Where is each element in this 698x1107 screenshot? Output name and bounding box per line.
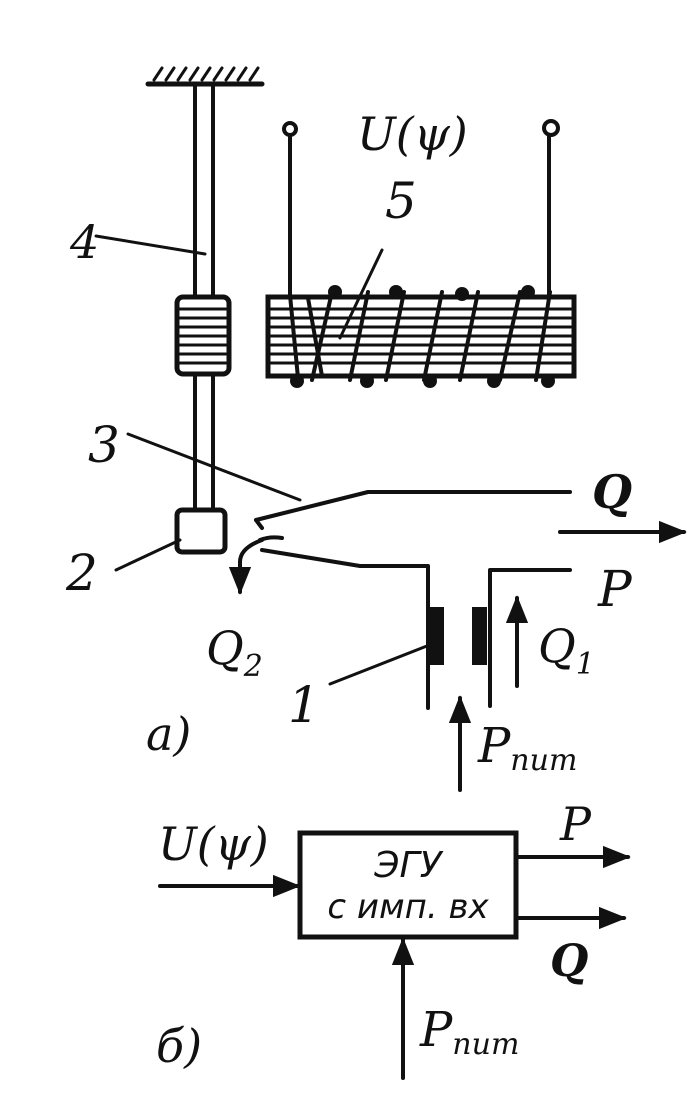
output-q-label: Q	[550, 936, 588, 987]
egu-block	[297, 830, 519, 940]
output-p-label: P	[559, 797, 592, 851]
q2-label-sub: 2	[243, 649, 263, 684]
block-diagram-b: ЭГУ с имп. вх U(ψ) P Q Pпит б)	[156, 797, 631, 1080]
supply-label-a: Pпит	[477, 718, 577, 778]
label-2: 2	[65, 544, 98, 602]
block-line-1: ЭГУ	[373, 845, 443, 886]
flapper	[174, 507, 228, 555]
supply-label-b-sub: пит	[452, 1027, 519, 1062]
fixed-support	[145, 66, 265, 87]
voltage-label-a: U(ψ)	[357, 107, 468, 161]
schematic-a: U(ψ) 4 5 3 2 1 Q P Q2 Q1 Pпит a)	[65, 66, 687, 792]
supply-label-a-sub: пит	[510, 743, 577, 778]
armature	[174, 294, 232, 377]
supply-label-b-main: P	[419, 1002, 453, 1058]
leader-lines	[94, 234, 434, 686]
pressure-out-label: P	[597, 560, 633, 618]
q2-label: Q2	[206, 621, 263, 684]
q1-label-sub: 1	[576, 647, 595, 682]
throttle	[430, 607, 487, 665]
label-5: 5	[385, 172, 417, 230]
q1-label-main: Q	[538, 619, 576, 673]
supply-label-b: Pпит	[419, 1002, 519, 1062]
input-label-b: U(ψ)	[158, 817, 269, 871]
label-1: 1	[288, 676, 320, 734]
q1-label: Q1	[538, 619, 595, 682]
nozzle-piping	[228, 490, 572, 710]
q2-label-main: Q	[206, 621, 244, 675]
flow-out-label: Q	[592, 465, 632, 519]
supply-label-a-main: P	[477, 718, 511, 774]
block-line-2: с имп. вх	[327, 887, 489, 927]
caption-b: б)	[156, 1019, 202, 1073]
label-3: 3	[88, 416, 120, 474]
caption-a: a)	[146, 707, 191, 761]
electromagnet-coil	[265, 119, 577, 388]
label-4: 4	[69, 215, 99, 269]
